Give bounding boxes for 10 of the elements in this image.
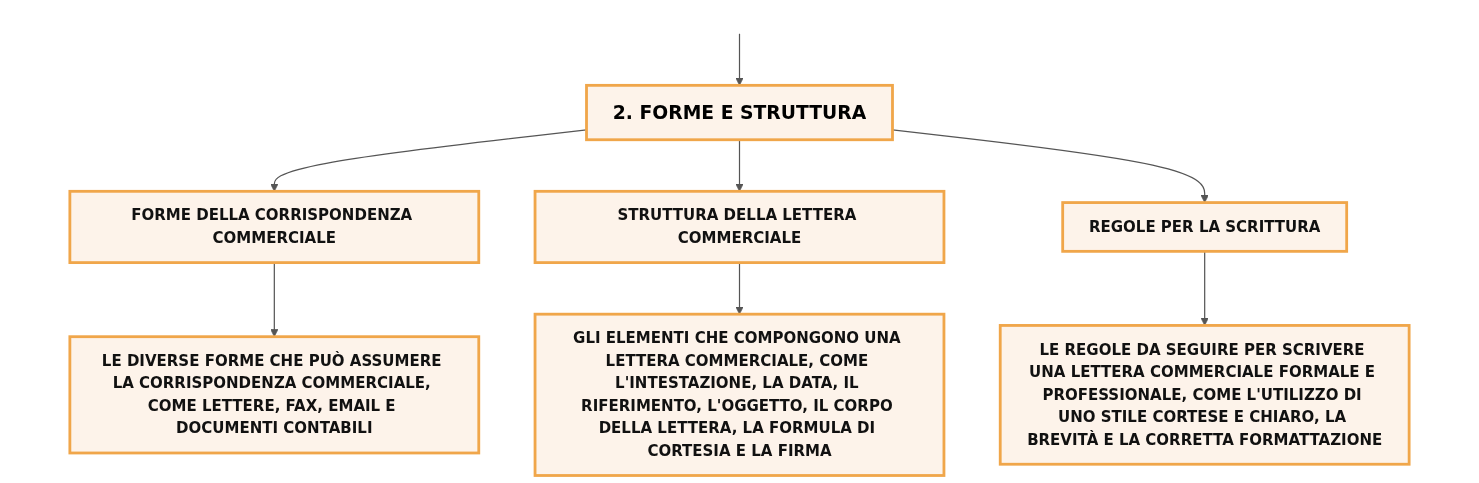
node-box: 2. FORME E STRUTTURA [585,83,894,142]
node-box: FORME DELLA CORRISPONDENZA COMMERCIALE [68,189,481,264]
node-box: LE DIVERSE FORME CHE PUÒ ASSUMERE LA CORRISPONDENZA COMMERCIALE, COME LETTERE, FAX, EMAIL E DOCUMENTI CONTABILI [68,335,481,455]
node-box: REGOLE PER LA SCRITTURA [1061,201,1349,253]
arrow [735,139,744,192]
arrow [735,262,744,315]
node-box: GLI ELEMENTI CHE COMPONGONO UNA LETTERA COMMERCIALE, COME L'INTESTAZIONE, LA DATA, IL RIFERIMENTO, L'OGGETTO, IL CORPO DELLA LETTERA, LA FORMULA DI CORTESIA E LA FIRMA [533,312,946,477]
node-box: STRUTTURA DELLA LETTERA COMMERCIALE [533,189,946,264]
node-box: LE REGOLE DA SEGUIRE PER SCRIVERE UNA LETTERA COMMERCIALE FORMALE E PROFESSIONALE, COME L'UTILIZZO DI UNO STILE CORTESE E CHIARO, LA BREVITÀ E LA CORRETTA FORMATTAZIONE [998,324,1411,466]
arrow [735,33,744,86]
